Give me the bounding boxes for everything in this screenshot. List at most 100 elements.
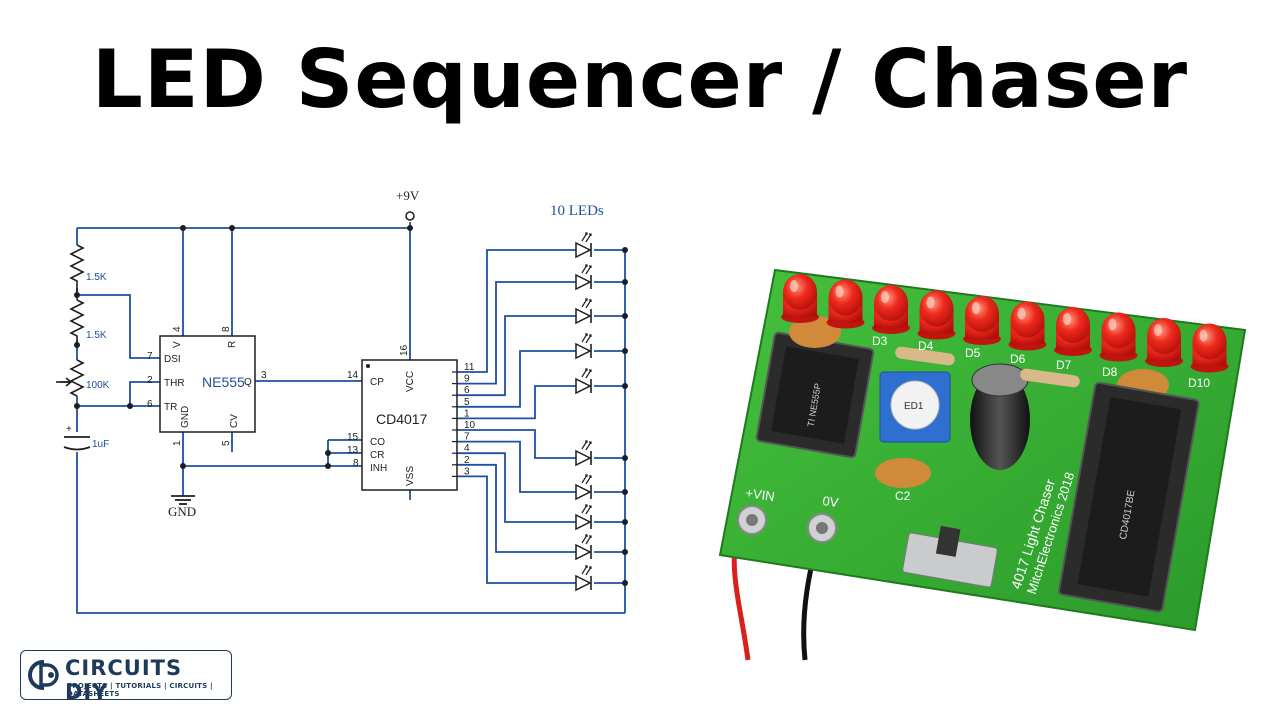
- circuit-schematic: +9V 1.5K 1.5K 100K + 1uF GND NE555 DSI T…: [56, 188, 628, 614]
- led-icon: [575, 264, 592, 291]
- logo-mark-icon: [28, 660, 60, 690]
- led-icon: [575, 298, 592, 325]
- svg-text:GND: GND: [180, 406, 191, 428]
- led-wire: [457, 475, 625, 584]
- cd4017-output-pin: 3: [464, 466, 470, 477]
- led-wire: [457, 281, 625, 385]
- cd4017-output-pin: 2: [464, 455, 470, 466]
- svg-text:TR: TR: [164, 402, 177, 413]
- svg-text:8: 8: [353, 458, 359, 469]
- resistor-a: [895, 346, 955, 366]
- pcb-led: [872, 285, 910, 334]
- svg-text:8: 8: [221, 326, 232, 332]
- ne555-name: NE555: [202, 374, 245, 390]
- resistor-r1: [69, 244, 85, 295]
- potentiometer: [56, 359, 85, 397]
- gnd-pad-label: 0V: [822, 493, 840, 510]
- pcb-led: [781, 274, 819, 323]
- svg-text:CP: CP: [370, 377, 384, 388]
- resistor-b: [1020, 368, 1080, 388]
- led-wire: [457, 315, 625, 397]
- cd4017-output-pin: 7: [464, 432, 470, 443]
- leds-label: 10 LEDs: [550, 203, 604, 219]
- supply-label: +9V: [396, 188, 420, 203]
- pcb-led-label: D6: [1010, 352, 1026, 366]
- resistor-r2-label: 1.5K: [86, 330, 107, 341]
- circuits-diy-logo[interactable]: CIRCUITS DIY PROJECTS | TUTORIALS | CIRC…: [20, 650, 232, 704]
- pcb-led: [1054, 307, 1092, 356]
- svg-text:+: +: [66, 424, 72, 435]
- vin-label: +VIN: [745, 485, 776, 504]
- cd4017-output-pin: 11: [464, 362, 475, 373]
- svg-text:CV: CV: [229, 414, 240, 428]
- led-wire: [457, 429, 625, 459]
- pcb-led: [1145, 318, 1183, 367]
- led-icon: [575, 440, 592, 467]
- pcb-led: [917, 290, 956, 340]
- electrolytic-capacitor: [970, 363, 1030, 470]
- svg-text:Q: Q: [244, 377, 252, 388]
- pcb-led: [1008, 301, 1047, 351]
- svg-text:DSI: DSI: [164, 354, 181, 365]
- led-wire: [457, 385, 625, 420]
- cd4017-output-pin: 9: [464, 374, 470, 385]
- cd4017-output-pin: 1: [464, 408, 470, 419]
- pcb-led: [963, 296, 1001, 345]
- led-icon: [575, 534, 592, 561]
- svg-text:13: 13: [347, 445, 359, 456]
- ceramic-cap-c2: [875, 458, 931, 488]
- pcb-led: [1099, 312, 1138, 362]
- led-wire: [457, 350, 625, 408]
- svg-text:1: 1: [172, 440, 183, 446]
- svg-text:6: 6: [147, 399, 153, 410]
- led-wire: [457, 463, 625, 553]
- trimmer-pot: ED1: [879, 371, 951, 443]
- pcb-led-label: D4: [918, 339, 934, 353]
- svg-text:INH: INH: [370, 463, 387, 474]
- capacitor: [63, 436, 91, 451]
- resistor-r1-label: 1.5K: [86, 272, 107, 283]
- pcb-led-label: D7: [1056, 358, 1072, 372]
- svg-text:VCC: VCC: [405, 371, 416, 392]
- pcb-led-row: [781, 274, 1229, 373]
- svg-text:V: V: [172, 341, 183, 348]
- svg-text:4: 4: [172, 326, 183, 332]
- svg-text:2: 2: [147, 375, 153, 386]
- pcb-led-label: D10: [1188, 376, 1210, 390]
- svg-text:5: 5: [221, 440, 232, 446]
- led-ladder: [452, 232, 628, 592]
- led-icon: [575, 368, 592, 395]
- cd4017-output-pin: 10: [464, 420, 476, 431]
- pcb-led: [1190, 323, 1229, 373]
- cd4017-chip: CD4017 CP CO CR INH 14 15 13 8 VCC VSS 1…: [347, 344, 476, 491]
- slide-switch: [902, 525, 998, 588]
- svg-text:R: R: [227, 341, 238, 348]
- ground-icon: [171, 495, 195, 505]
- svg-text:16: 16: [399, 344, 410, 356]
- led-icon: [575, 504, 592, 531]
- cd4017-output-pin: 4: [464, 443, 470, 454]
- led-wire: [457, 249, 625, 373]
- ground-label: GND: [168, 504, 196, 519]
- pot-text: ED1: [904, 401, 924, 412]
- capacitor-label: 1uF: [92, 439, 109, 450]
- logo-brand: CIRCUITS DIY: [65, 656, 183, 704]
- svg-text:CR: CR: [370, 450, 384, 461]
- led-wire: [457, 440, 625, 493]
- cd4017-output-pin: 6: [464, 385, 470, 396]
- cd4017-ic: CD4017BE: [1058, 381, 1200, 613]
- pcb-led-label: D3: [872, 334, 888, 348]
- led-icon: [575, 474, 592, 501]
- svg-text:CO: CO: [370, 437, 385, 448]
- svg-text:VSS: VSS: [405, 466, 416, 486]
- svg-text:3: 3: [261, 370, 267, 381]
- pcb-led: [826, 279, 865, 329]
- cd4017-name: CD4017: [376, 411, 428, 427]
- schematic-wires: [60, 222, 626, 614]
- ne555-ic: TI NE555P: [755, 331, 875, 459]
- led-icon: [575, 565, 592, 592]
- resistor-r2: [69, 299, 85, 345]
- led-icon: [575, 333, 592, 360]
- led-wire: [457, 452, 625, 523]
- pcb-led-label: D5: [965, 346, 981, 360]
